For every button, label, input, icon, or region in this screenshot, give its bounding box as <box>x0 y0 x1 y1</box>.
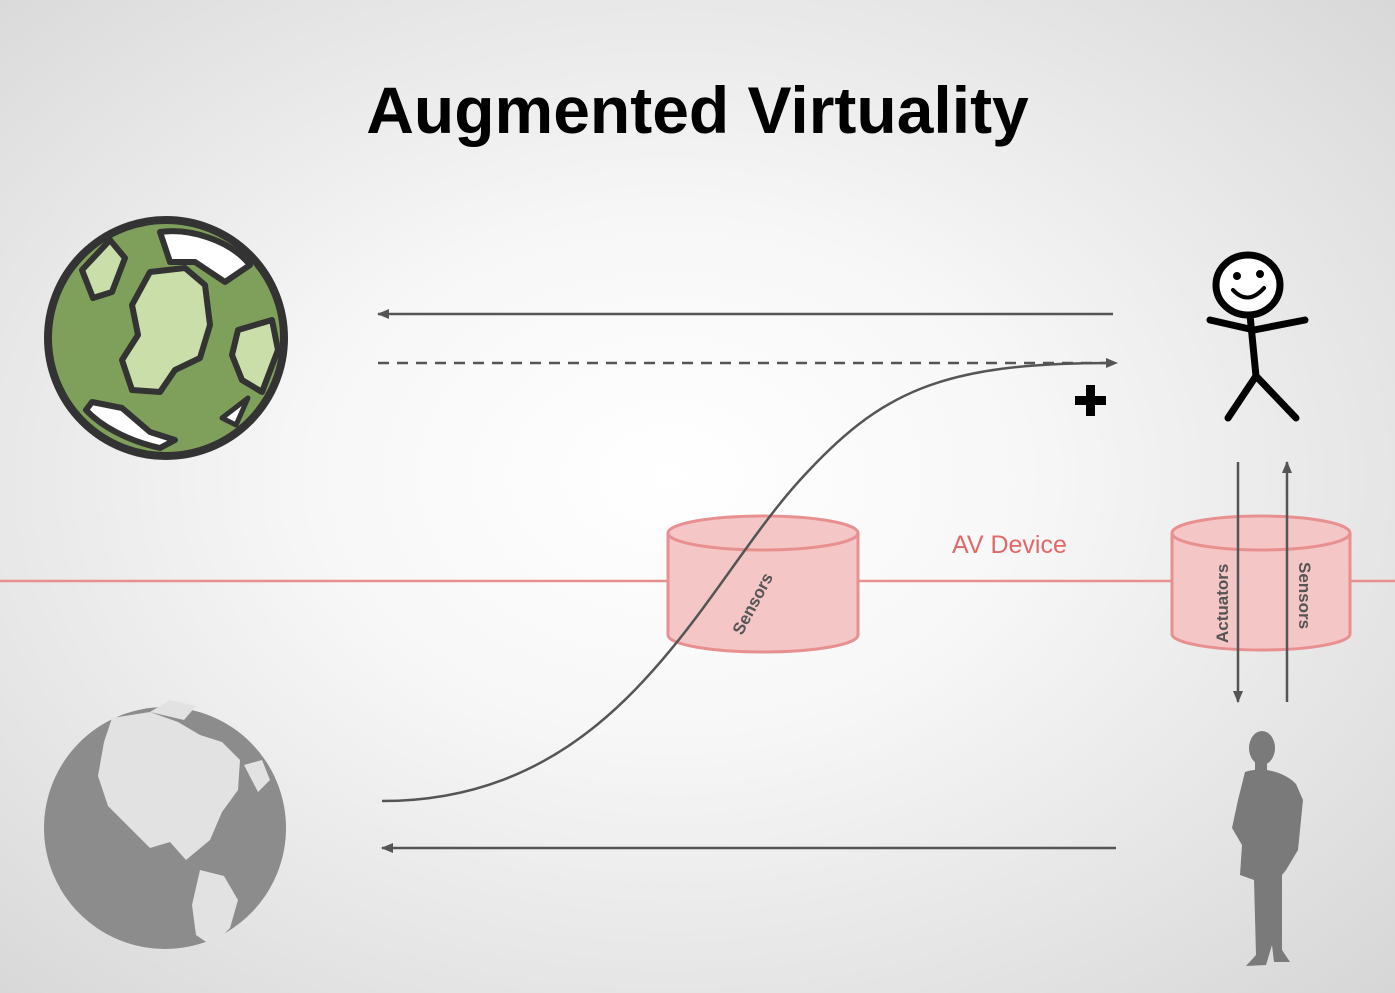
plus-icon <box>1075 385 1106 416</box>
sensors-cylinder <box>666 514 860 654</box>
real-to-virtual-curve <box>381 361 1111 803</box>
right-sensors-label: Sensors <box>1295 562 1314 629</box>
stick-figure-icon <box>1206 251 1309 422</box>
slide-title: Augmented Virtuality <box>366 73 1029 147</box>
man-silhouette-icon <box>1232 731 1303 966</box>
actuators-label: Actuators <box>1213 564 1232 643</box>
cartoon-globe-icon <box>44 216 288 460</box>
actuators-sensors-cylinder <box>1170 514 1352 652</box>
earth-globe-icon <box>44 700 286 949</box>
av-device-label: AV Device <box>952 531 1067 559</box>
